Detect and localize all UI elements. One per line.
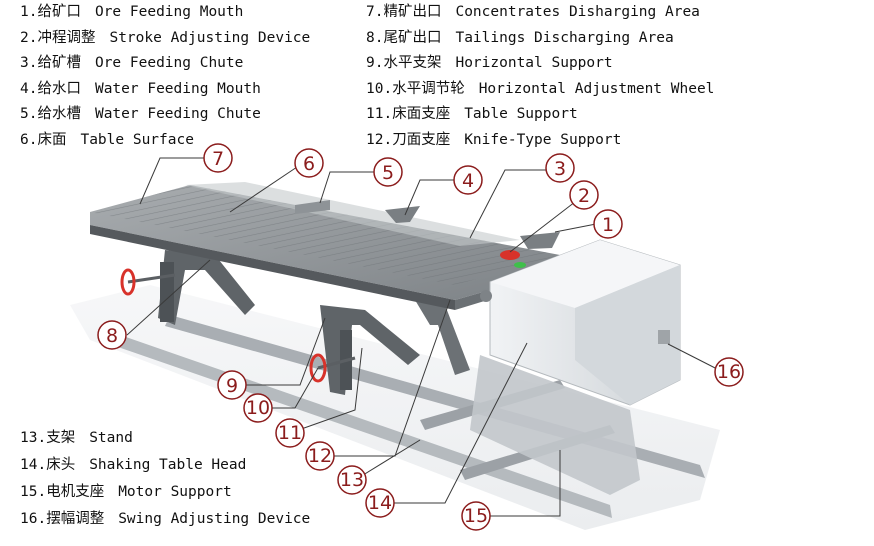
- svg-text:3: 3: [554, 158, 566, 180]
- callout-12: 12: [306, 442, 334, 470]
- svg-text:11: 11: [278, 422, 302, 444]
- callout-15: 15: [462, 502, 490, 530]
- svg-text:13: 13: [340, 469, 364, 491]
- svg-text:14: 14: [368, 492, 392, 514]
- callout-7: 7: [204, 144, 232, 172]
- svg-text:6: 6: [303, 153, 315, 175]
- callout-16: 16: [715, 358, 743, 386]
- callout-3: 3: [546, 154, 574, 182]
- svg-text:10: 10: [246, 397, 270, 419]
- callout-8: 8: [98, 321, 126, 349]
- callout-13: 13: [338, 466, 366, 494]
- callout-6: 6: [295, 149, 323, 177]
- callout-10: 10: [244, 394, 272, 422]
- callout-5: 5: [374, 158, 402, 186]
- svg-text:12: 12: [308, 445, 332, 467]
- callout-9: 9: [218, 371, 246, 399]
- svg-text:8: 8: [106, 325, 118, 347]
- callout-11: 11: [276, 419, 304, 447]
- svg-text:16: 16: [717, 361, 741, 383]
- svg-text:4: 4: [462, 170, 474, 192]
- callout-2: 2: [570, 181, 598, 209]
- svg-text:1: 1: [602, 214, 614, 236]
- callout-1: 1: [594, 210, 622, 238]
- svg-text:7: 7: [212, 148, 224, 170]
- callout-4: 4: [454, 166, 482, 194]
- svg-text:15: 15: [464, 505, 488, 527]
- svg-text:5: 5: [382, 162, 394, 184]
- svg-text:2: 2: [578, 185, 590, 207]
- callout-14: 14: [366, 489, 394, 517]
- svg-text:9: 9: [226, 375, 238, 397]
